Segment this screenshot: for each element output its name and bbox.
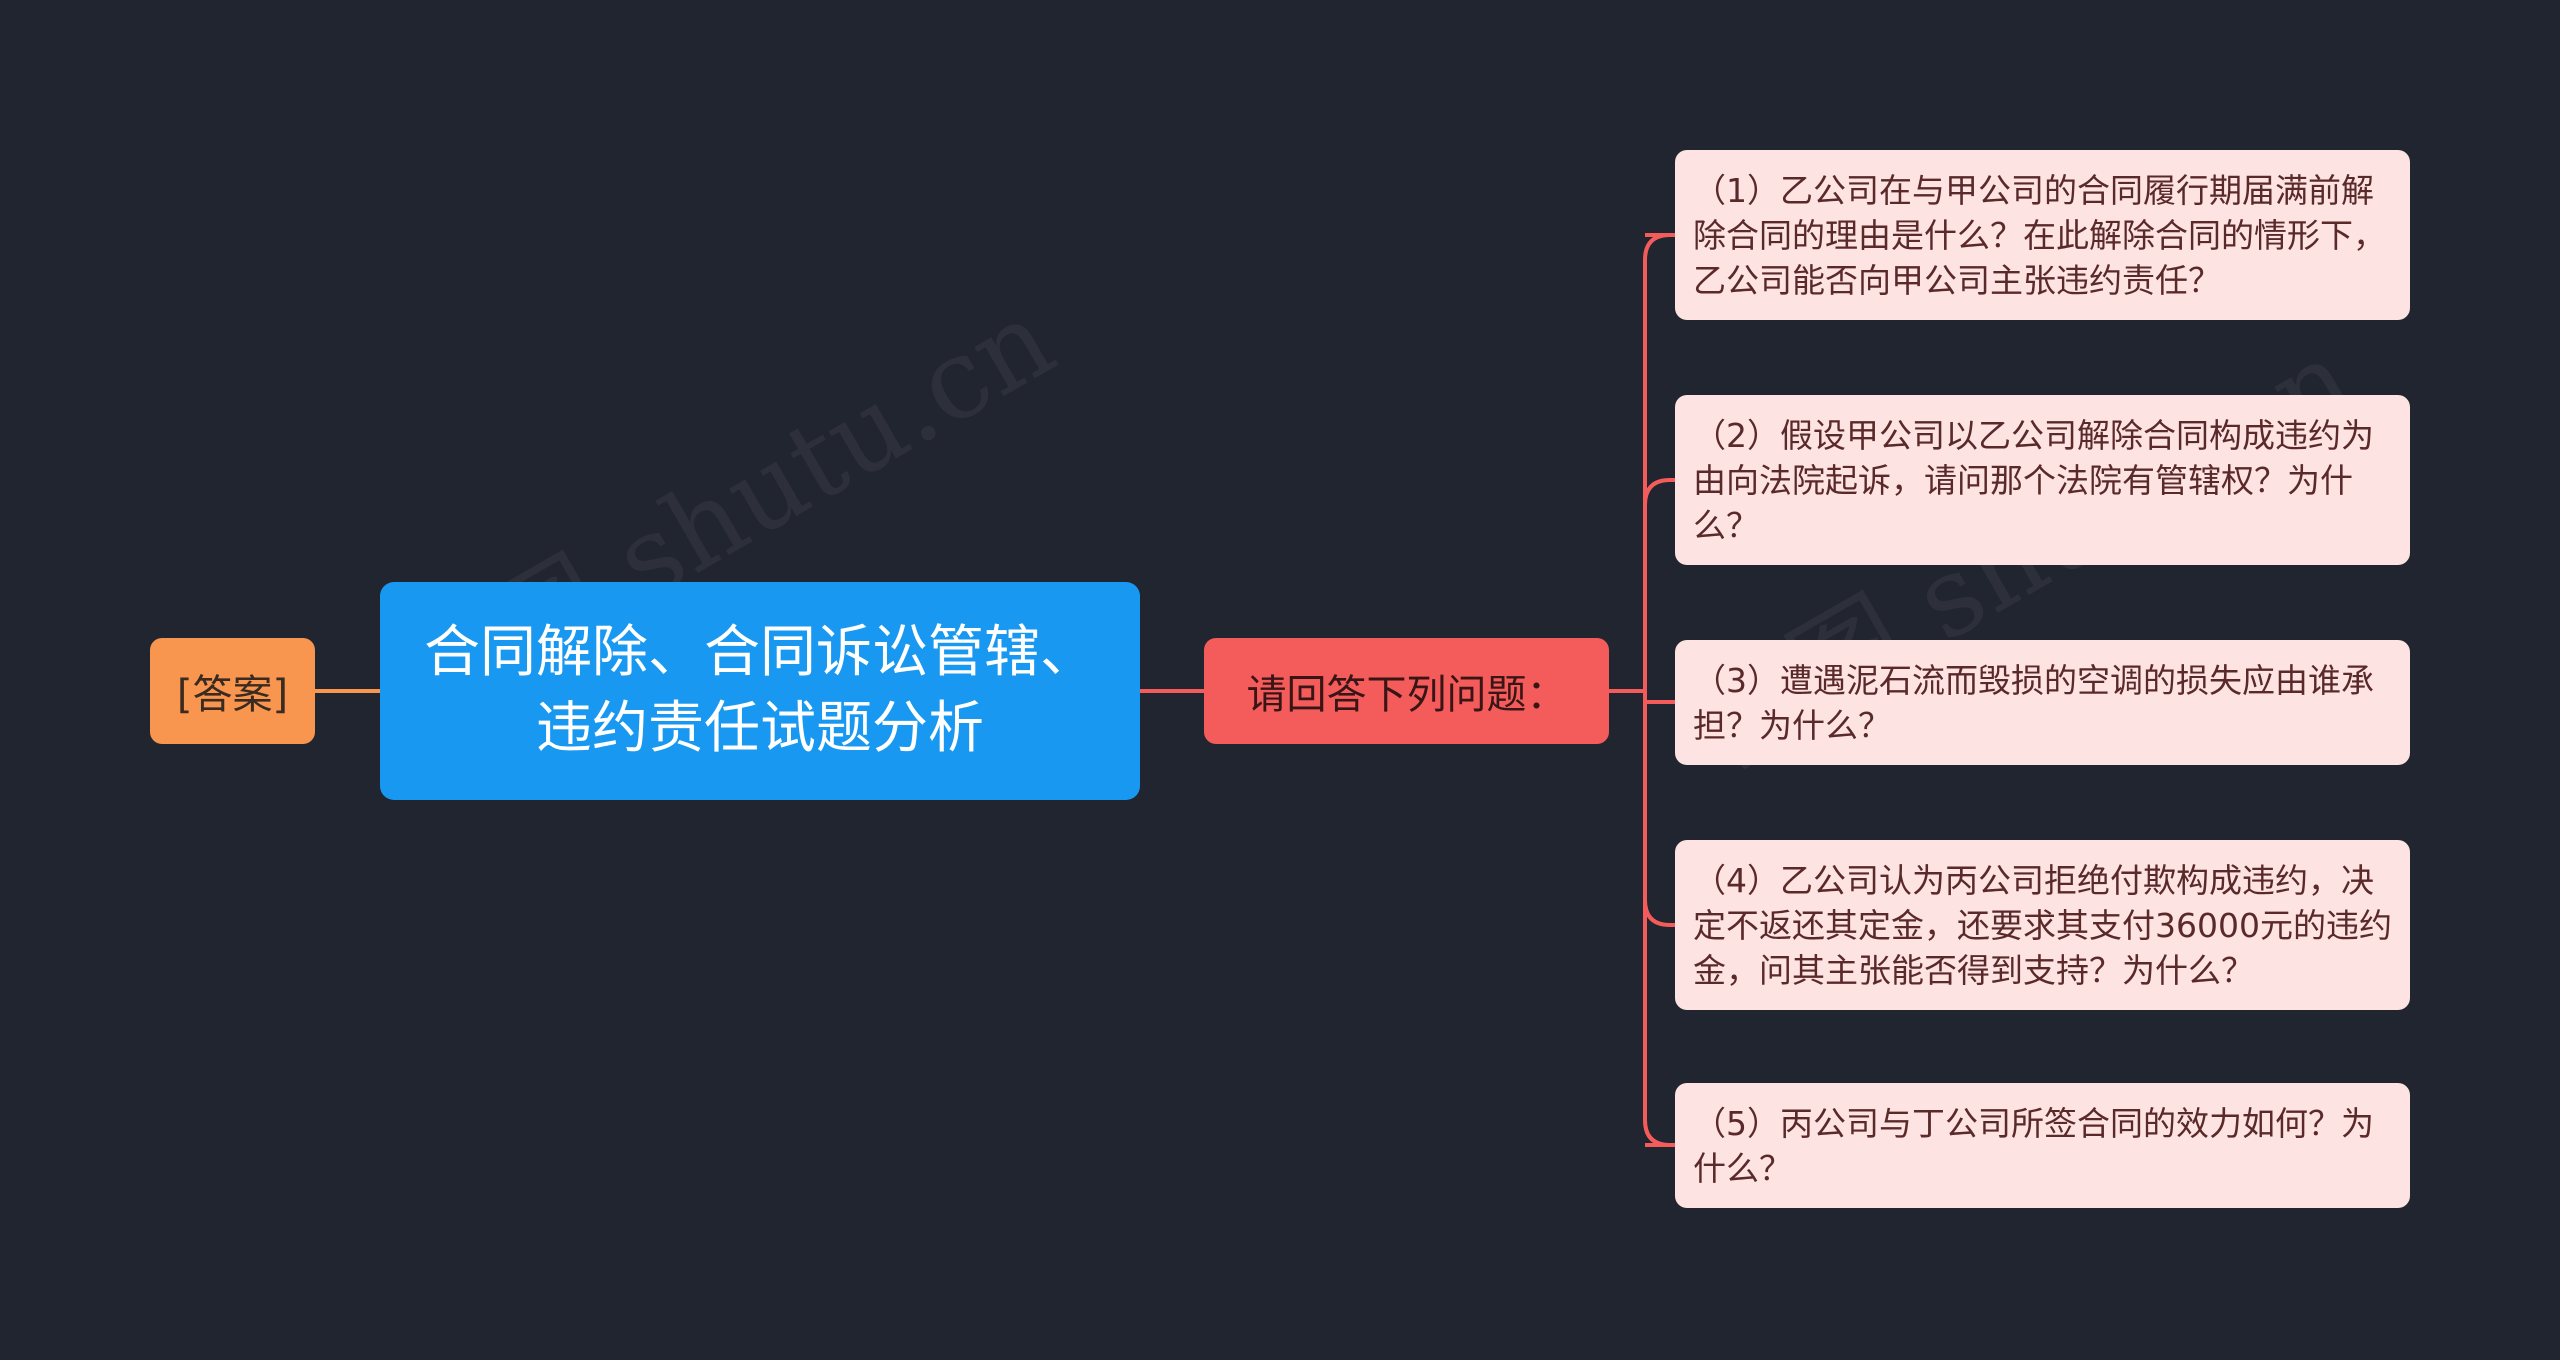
- link-item-2: [1643, 478, 1675, 506]
- answer-node[interactable]: [答案]: [150, 638, 315, 744]
- root-topic-node[interactable]: 合同解除、合同诉讼管辖、违约责任试题分析: [380, 582, 1140, 800]
- link-item-4: [1643, 899, 1675, 927]
- item-label-5: （5）丙公司与丁公司所签合同的效力如何？为什么？: [1693, 1103, 2374, 1188]
- item-label-4: （4）乙公司认为丙公司拒绝付欺构成违约，决定不返还其定金，还要求其支付36000…: [1693, 860, 2392, 990]
- item-label-3: （3）遭遇泥石流而毁损的空调的损失应由谁承担？为什么？: [1693, 660, 2374, 745]
- question-label: 请回答下列问题：: [1246, 672, 1567, 718]
- item-node-4[interactable]: （4）乙公司认为丙公司拒绝付欺构成违约，决定不返还其定金，还要求其支付36000…: [1675, 840, 2410, 1010]
- item-node-3[interactable]: （3）遭遇泥石流而毁损的空调的损失应由谁承担？为什么？: [1675, 640, 2410, 765]
- item-node-1[interactable]: （1）乙公司在与甲公司的合同履行期届满前解除合同的理由是什么？在此解除合同的情形…: [1675, 150, 2410, 320]
- item-label-1: （1）乙公司在与甲公司的合同履行期届满前解除合同的理由是什么？在此解除合同的情形…: [1693, 170, 2386, 300]
- item-label-2: （2）假设甲公司以乙公司解除合同构成违约为由向法院起诉，请问那个法院有管辖权？为…: [1693, 415, 2374, 545]
- item-node-5[interactable]: （5）丙公司与丁公司所签合同的效力如何？为什么？: [1675, 1083, 2410, 1208]
- root-topic-label: 合同解除、合同诉讼管辖、违约责任试题分析: [424, 620, 1096, 761]
- answer-label: [答案]: [176, 672, 289, 718]
- item-node-2[interactable]: （2）假设甲公司以乙公司解除合同构成违约为由向法院起诉，请问那个法院有管辖权？为…: [1675, 395, 2410, 565]
- link-question-spine: [1643, 233, 1671, 1147]
- question-node[interactable]: 请回答下列问题：: [1204, 638, 1609, 744]
